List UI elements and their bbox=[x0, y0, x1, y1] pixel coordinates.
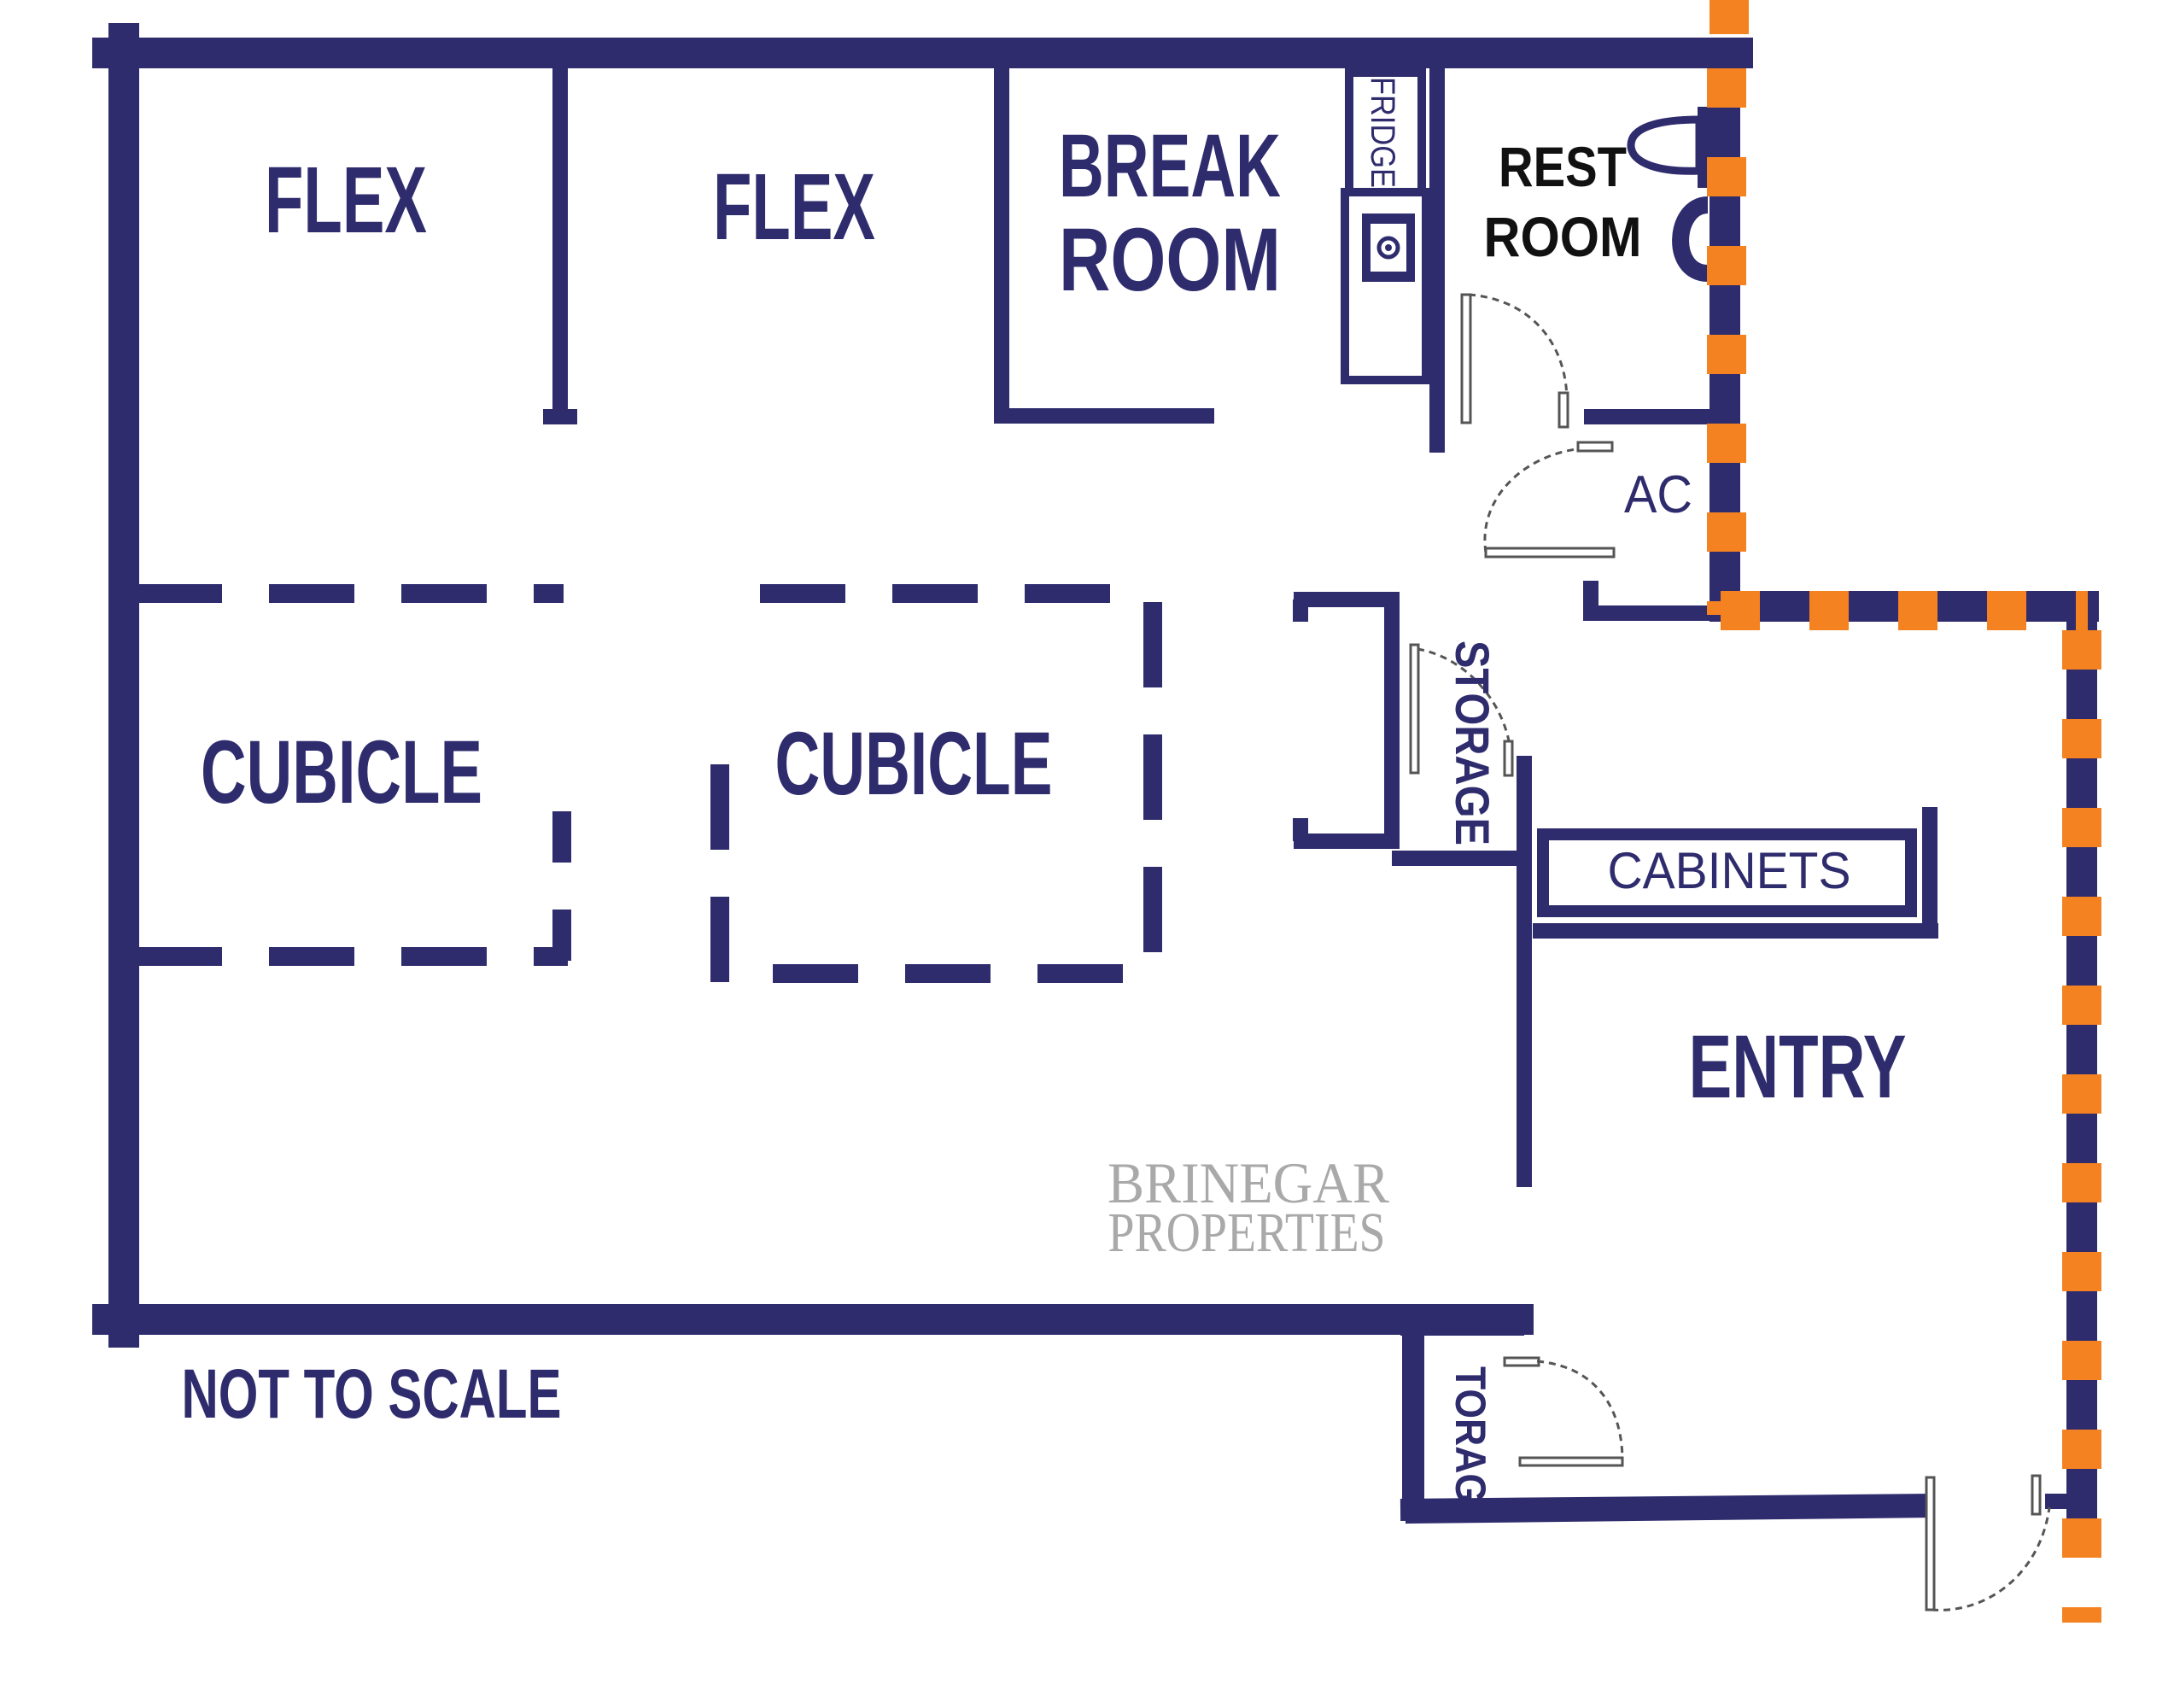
label-not-to-scale: NOT TO SCALE bbox=[182, 1355, 562, 1433]
label-storage-partial: TORAG bbox=[1447, 1366, 1494, 1503]
door-ac-stop bbox=[1576, 441, 1614, 453]
toilet-icon bbox=[1627, 107, 1718, 188]
door-entry-stop bbox=[2031, 1474, 2042, 1516]
label-cubicle-2: CUBICLE bbox=[775, 714, 1053, 814]
door-ac-swing bbox=[1483, 447, 1585, 553]
door-entry-swing bbox=[1931, 1506, 2051, 1611]
door-restroom-panel bbox=[1460, 293, 1472, 424]
watermark-line2: PROPERTIES bbox=[1108, 1202, 1386, 1264]
door-restroom-swing bbox=[1468, 293, 1569, 402]
door-restroom-stop bbox=[1558, 391, 1569, 429]
watermark-line1: BRINEGAR bbox=[1108, 1150, 1390, 1215]
wall-ac bbox=[1583, 581, 1712, 621]
label-cabinets: CABINETS bbox=[1608, 842, 1851, 899]
door-lower-storage-panel bbox=[1518, 1456, 1624, 1467]
stove-icon bbox=[1362, 214, 1415, 282]
label-cubicle-1: CUBICLE bbox=[201, 722, 482, 822]
cubicle-partitions bbox=[137, 584, 1162, 983]
fridge-counter bbox=[1341, 68, 1430, 384]
wall-break-room bbox=[994, 60, 1214, 424]
cabinets-box bbox=[1537, 828, 1917, 917]
label-break-room-line2: ROOM bbox=[1059, 210, 1281, 310]
door-storage-panel bbox=[1409, 643, 1420, 775]
sink-icon bbox=[1672, 196, 1710, 282]
label-entry: ENTRY bbox=[1689, 1017, 1907, 1117]
door-lower-storage-swing bbox=[1536, 1360, 1624, 1461]
interior-walls bbox=[543, 60, 2075, 1524]
door-lower-storage-stop bbox=[1503, 1356, 1540, 1367]
counter-box bbox=[1341, 188, 1430, 384]
label-flex-1: FLEX bbox=[265, 148, 427, 253]
label-fridge: FRIDGE bbox=[1364, 77, 1401, 188]
door-entry-panel bbox=[1925, 1476, 1936, 1611]
wall-lower-storage-base bbox=[1400, 1494, 1935, 1521]
door-ac-panel bbox=[1484, 547, 1616, 559]
label-storage: STORAGE bbox=[1446, 640, 1499, 845]
label-flex-2: FLEX bbox=[713, 155, 875, 260]
property-boundary bbox=[1707, 0, 2101, 1623]
wall-storage-left bbox=[1294, 592, 1400, 849]
door-storage-stop bbox=[1503, 740, 1514, 777]
label-break-room-line1: BREAK bbox=[1059, 116, 1281, 216]
label-rest-room-line2: ROOM bbox=[1484, 205, 1642, 268]
label-ac: AC bbox=[1624, 465, 1692, 524]
label-rest-room-line1: REST bbox=[1499, 135, 1627, 198]
door-swing-icon bbox=[1409, 293, 2051, 1611]
